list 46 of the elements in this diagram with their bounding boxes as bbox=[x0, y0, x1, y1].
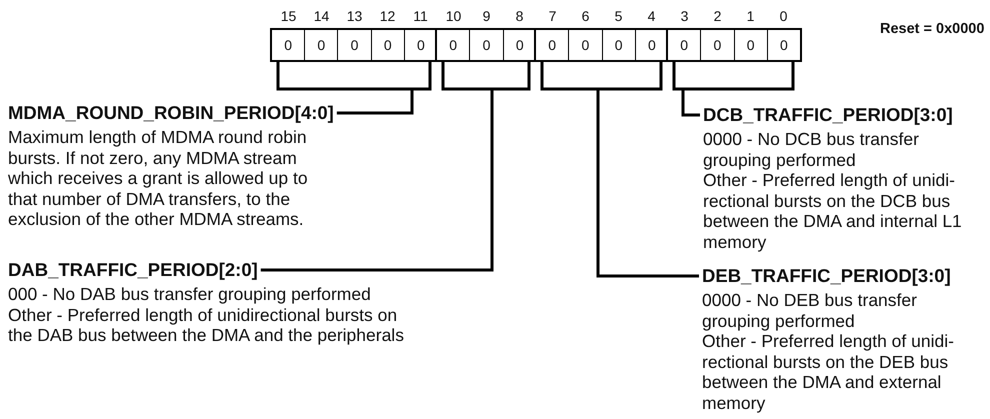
bit-field bbox=[666, 28, 802, 62]
bit-value: 0 bbox=[304, 30, 338, 60]
bit-number: 13 bbox=[346, 8, 364, 24]
bit-value: 0 bbox=[337, 30, 371, 60]
leader-line bbox=[276, 60, 432, 114]
bit-number: 15 bbox=[280, 8, 298, 24]
bit-value: 0 bbox=[469, 30, 503, 60]
leader-line bbox=[540, 60, 700, 278]
leader-line bbox=[672, 60, 794, 116]
field-description: Other - Preferred length of unidi-rectional bursts on the DEB bus between the DMA and external memory bbox=[702, 331, 955, 413]
bit-number: 1 bbox=[746, 8, 756, 24]
bit-value: 0 bbox=[448, 36, 458, 55]
bit-number: 5 bbox=[614, 8, 624, 24]
bit-value: 0 bbox=[679, 36, 690, 55]
field-description: 000 - No DAB bus transfer grouping performed bbox=[8, 284, 372, 304]
bit-number: 9 bbox=[482, 8, 492, 24]
bit-value: 0 bbox=[370, 30, 404, 60]
bit-number: 14 bbox=[312, 8, 330, 24]
bit-value: 0 bbox=[547, 36, 558, 55]
bit-number: 3 bbox=[680, 8, 690, 24]
bit-number: 0 bbox=[778, 8, 788, 24]
bit-number: 4 bbox=[646, 8, 656, 24]
field-name: DAB_TRAFFIC_PERIOD[2:0] bbox=[8, 260, 258, 280]
bit-number: 10 bbox=[444, 8, 462, 24]
bit-value: 0 bbox=[568, 30, 602, 60]
field-description: 0000 - No DCB bus transfer grouping performed bbox=[703, 129, 920, 170]
bit-number: 2 bbox=[712, 8, 722, 24]
field-name: DEB_TRAFFIC_PERIOD[3:0] bbox=[702, 266, 951, 286]
bit-value: 0 bbox=[283, 36, 293, 55]
reset-value: Reset = 0x0000 bbox=[880, 21, 984, 37]
field-name: MDMA_ROUND_ROBIN_PERIOD[4:0] bbox=[8, 103, 334, 123]
bit-number: 12 bbox=[378, 8, 396, 24]
field-description: 0000 - No DEB bus transfer grouping performed bbox=[702, 290, 918, 331]
leader-line bbox=[259, 60, 530, 272]
bit-value: 0 bbox=[602, 30, 635, 60]
bit-value: 0 bbox=[766, 30, 800, 60]
bit-number: 8 bbox=[514, 8, 524, 24]
field-description: Other - Preferred length of unidirectional bursts on the DAB bus between the DMA and the peripherals bbox=[8, 304, 405, 346]
bit-number: 7 bbox=[548, 8, 558, 24]
bit-value: 0 bbox=[700, 30, 734, 60]
bit-number: 11 bbox=[412, 8, 429, 24]
bit-number: 6 bbox=[580, 8, 590, 24]
bit-value: 0 bbox=[734, 30, 767, 60]
field-description: Other - Preferred length of unidi-rectional bursts on the DCB bus between the DMA and internal L1 memory bbox=[703, 170, 963, 252]
field-description: Maximum length of MDMA round robin bursts. If not zero, any MDMA stream which receives a grant is allowed up to that number of DMA transfers, to the exclusion of the other MDMA streams. bbox=[8, 127, 309, 230]
field-name: DCB_TRAFFIC_PERIOD[3:0] bbox=[703, 105, 953, 125]
